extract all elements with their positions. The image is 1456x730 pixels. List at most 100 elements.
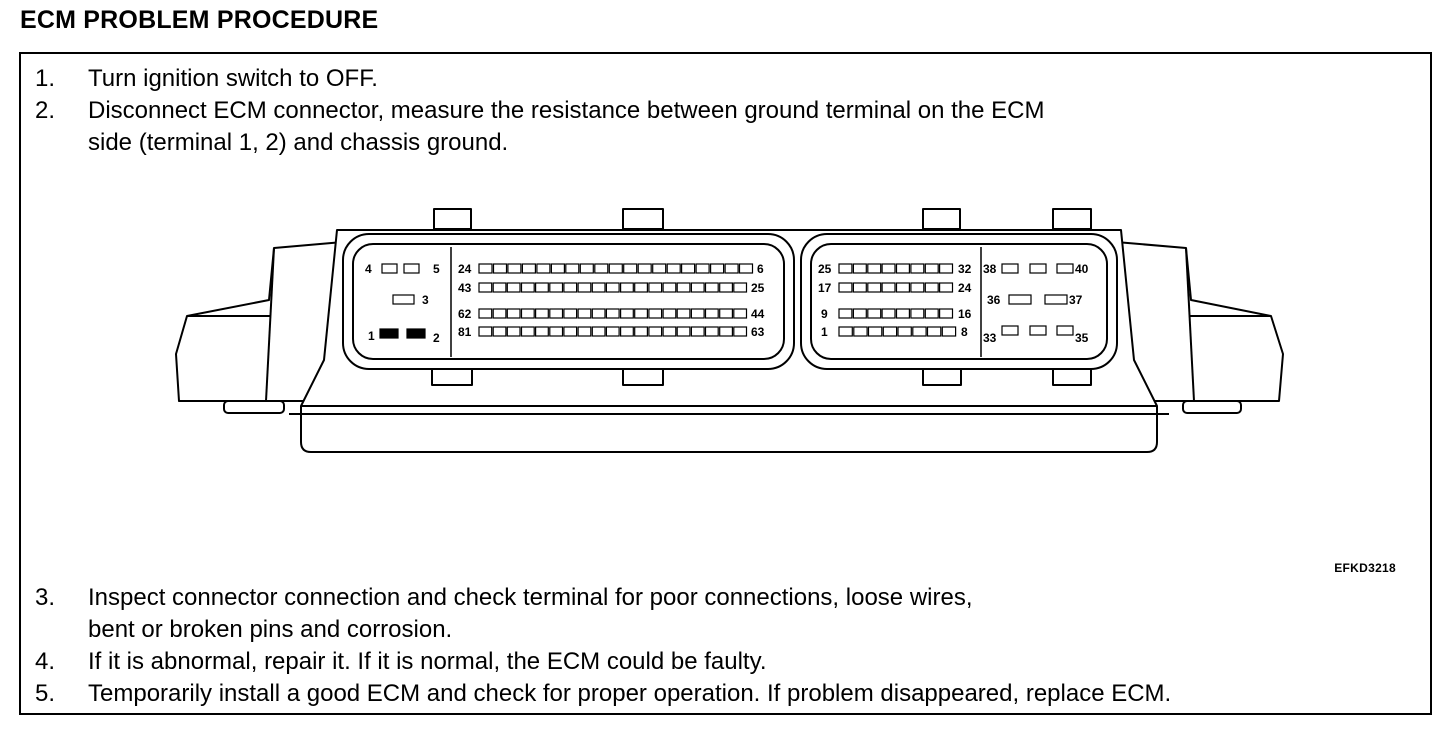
row-start-label: 25 (818, 262, 832, 276)
pin-cavity (867, 308, 882, 319)
row-start-label: 24 (458, 262, 472, 276)
pin-cavity (838, 308, 853, 319)
pin-cavity (724, 263, 739, 274)
pin-cavity (852, 282, 867, 293)
pin-cavity (565, 263, 580, 274)
bottom-tab (922, 368, 962, 386)
top-tab (922, 208, 961, 230)
terminal-label: 36 (987, 293, 1001, 307)
mount-foot (1182, 400, 1242, 414)
terminal-label: 37 (1069, 293, 1083, 307)
pin-cavity (895, 282, 910, 293)
pin-cavity (521, 263, 536, 274)
pin-cavity (608, 263, 623, 274)
pin-cavity (507, 263, 522, 274)
terminal-39-pin (1029, 263, 1047, 274)
step-text-line: Disconnect ECM connector, measure the re… (88, 97, 1045, 124)
pin-cavity (634, 282, 649, 293)
pin-cavity (926, 326, 942, 337)
pin-cavity (478, 263, 493, 274)
pin-cavity (910, 282, 925, 293)
pin-cavity (478, 282, 493, 293)
row-start-label: 9 (821, 307, 828, 321)
pin-cavity (895, 263, 910, 274)
pin-cavity (492, 282, 507, 293)
pin-cavity (733, 282, 748, 293)
row-start-label: 17 (818, 281, 832, 295)
row-end-label: 32 (958, 262, 972, 276)
bottom-tab (431, 368, 473, 386)
row-start-label: 43 (458, 281, 472, 295)
terminal-37-pin (1044, 294, 1068, 305)
step-text-line: If it is abnormal, repair it. If it is n… (88, 648, 767, 675)
terminal-label: 1 (368, 329, 375, 343)
pin-cavity (738, 263, 754, 274)
terminal-4-pin (381, 263, 398, 274)
row-end-label: 24 (958, 281, 972, 295)
pin-cavity (838, 326, 853, 337)
terminal-label: 38 (983, 262, 997, 276)
page-title: ECM PROBLEM PROCEDURE (20, 6, 379, 34)
pin-cavity (652, 263, 667, 274)
pin-cavity (520, 282, 535, 293)
pin-cavity (563, 326, 578, 337)
pin-cavity (680, 263, 696, 274)
pin-cavity (853, 326, 868, 337)
pin-cavity (719, 308, 734, 319)
left-connector-inner (352, 243, 785, 360)
row-end-label: 8 (961, 325, 968, 339)
pin-cavity (867, 282, 882, 293)
pin-cavity (690, 308, 705, 319)
pin-cavity (648, 308, 663, 319)
row-end-label: 63 (751, 325, 765, 339)
pin-cavity (520, 308, 535, 319)
pin-cavity (623, 263, 638, 274)
pin-cavity (662, 308, 677, 319)
pin-cavity (478, 326, 493, 337)
pin-cavity (506, 326, 521, 337)
terminal-3-pin (392, 294, 415, 305)
pin-cavity (492, 308, 507, 319)
pin-cavity (881, 308, 896, 319)
pin-cavity (549, 308, 564, 319)
pin-cavity (563, 282, 578, 293)
pin-cavity (506, 308, 521, 319)
pin-cavity (852, 263, 867, 274)
step-text-line: side (terminal 1, 2) and chassis ground. (88, 129, 509, 156)
pin-cavity (719, 282, 734, 293)
pin-cavity (506, 282, 521, 293)
pin-cavity (594, 263, 609, 274)
pin-cavity (910, 263, 925, 274)
pin-cavity (897, 326, 912, 337)
pin-cavity (910, 308, 925, 319)
top-tab (1052, 208, 1092, 230)
terminal-40-pin (1056, 263, 1074, 274)
bracket-line (265, 247, 275, 402)
pin-cavity (924, 308, 939, 319)
pin-cavity (838, 282, 853, 293)
pin-cavity (549, 282, 564, 293)
pin-cavity (676, 326, 691, 337)
row-end-label: 25 (751, 281, 765, 295)
pin-cavity (550, 263, 566, 274)
terminal-34-pin (1029, 325, 1047, 336)
pin-cavity (733, 308, 748, 319)
pin-cavity (619, 326, 634, 337)
bracket-line (1185, 247, 1195, 402)
procedure-box: 1. Turn ignition switch to OFF. 2. Disco… (19, 52, 1432, 715)
pin-cavity (719, 326, 734, 337)
top-tab (622, 208, 664, 230)
pin-cavity (676, 308, 691, 319)
pin-cavity (579, 263, 594, 274)
pin-cavity (666, 263, 681, 274)
pin-cavity (938, 282, 954, 293)
pin-cavity (838, 263, 853, 274)
pin-cavity (591, 282, 606, 293)
pin-cavity (648, 326, 663, 337)
step-number: 1. (35, 65, 56, 92)
pin-cavity (867, 326, 883, 337)
terminal-2-pin (406, 328, 426, 339)
pin-cavity (690, 282, 705, 293)
pin-cavity (520, 326, 535, 337)
terminal-label: 2 (433, 331, 440, 345)
